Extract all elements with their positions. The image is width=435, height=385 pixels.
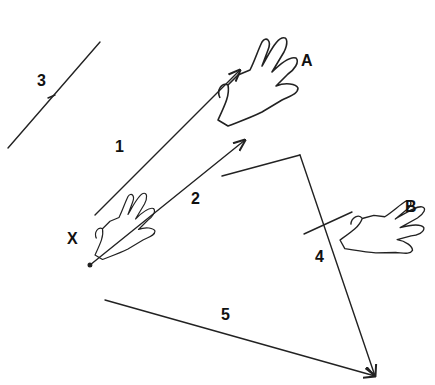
callout-label: 5 [220, 306, 231, 324]
callout-label: X [66, 230, 79, 248]
callout-label: B [404, 198, 418, 216]
hand-a [218, 38, 298, 126]
arrow-2 [90, 140, 245, 265]
line-4 [300, 155, 375, 376]
line-3 [8, 42, 100, 148]
arrow-1 [95, 70, 240, 215]
hand-b [337, 179, 433, 278]
callout-label: 1 [114, 138, 125, 156]
arrow-5 [105, 300, 375, 376]
mark-b [304, 212, 352, 234]
arrow-2-start [88, 263, 92, 267]
callout-label: 4 [314, 248, 325, 266]
callout-label: 2 [190, 190, 201, 208]
tick-3 [48, 95, 55, 98]
hand-x [95, 193, 155, 259]
callout-label: A [300, 52, 314, 70]
callout-label: 3 [36, 72, 47, 90]
arm-line [222, 155, 300, 176]
